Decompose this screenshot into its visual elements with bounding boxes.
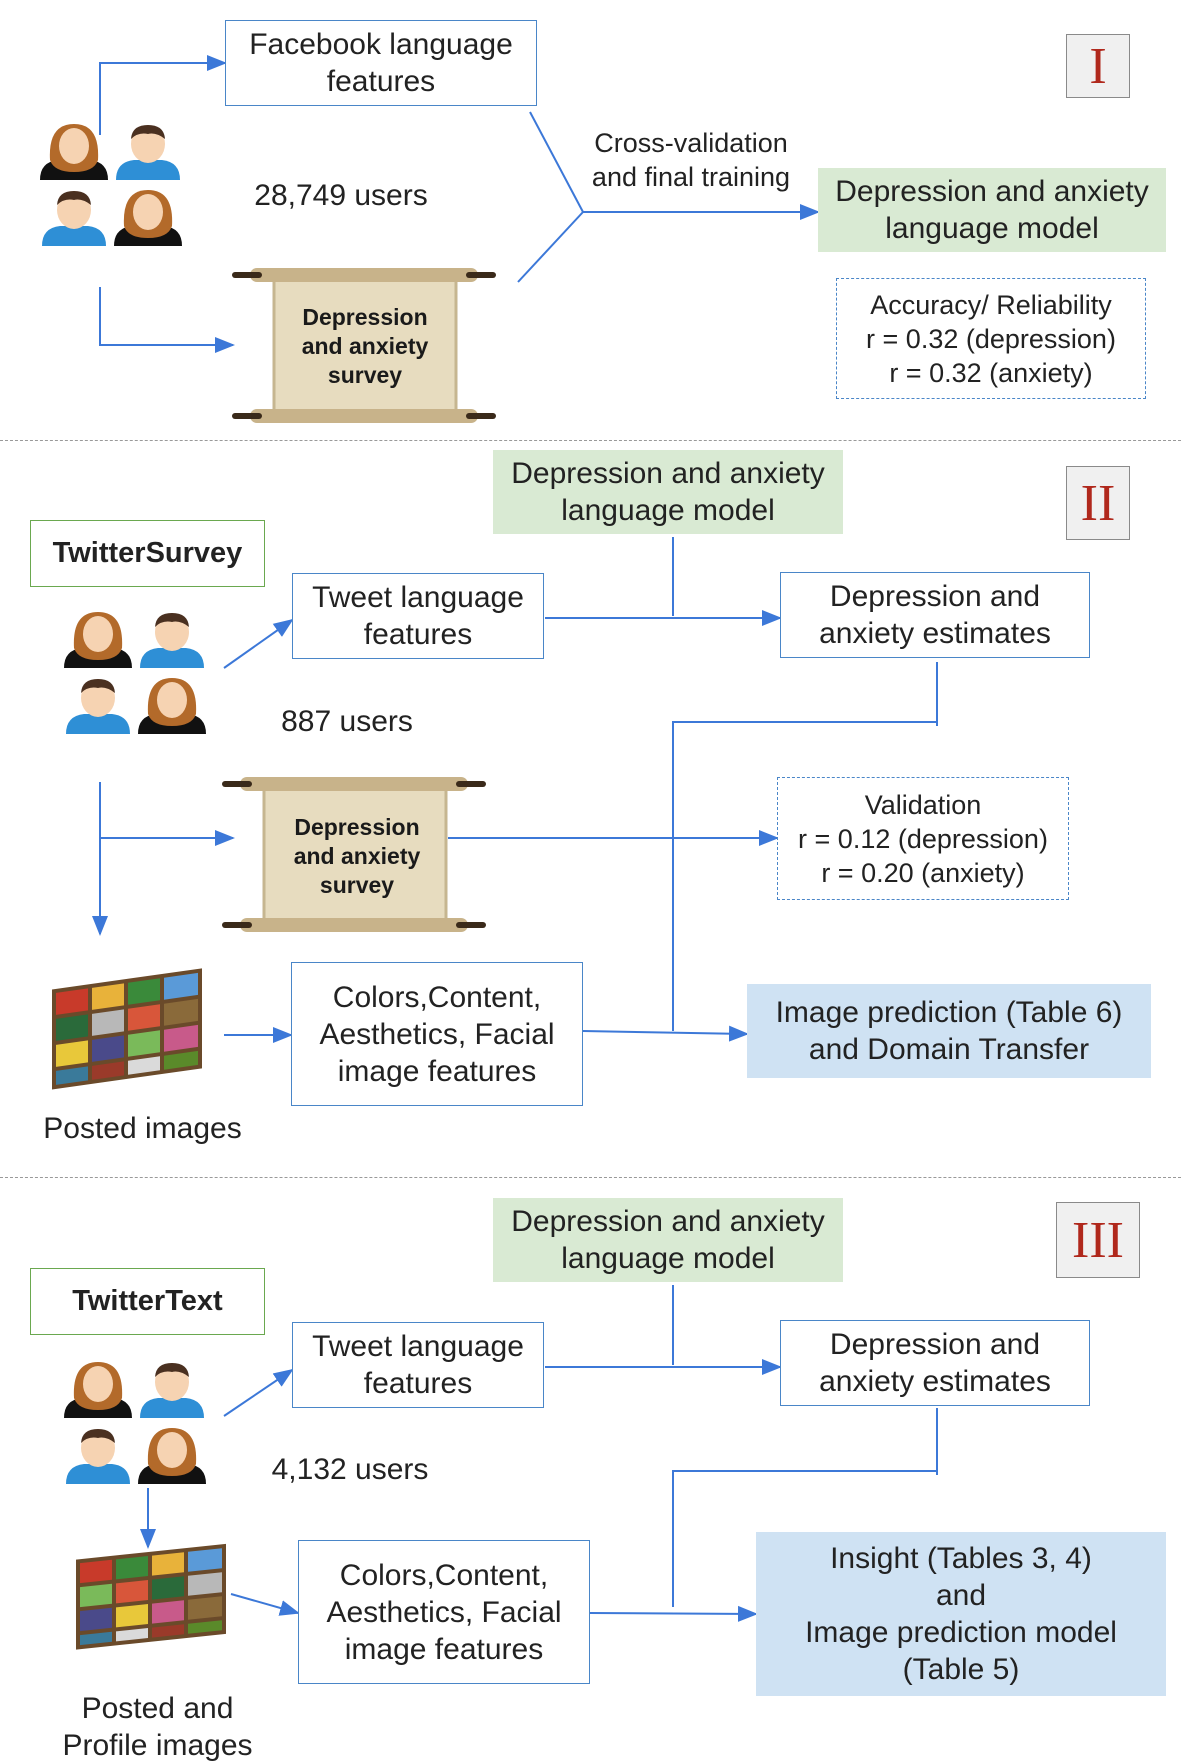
validation-box: Validation r = 0.12 (depression) r = 0.2… xyxy=(777,777,1069,900)
users-group-icon xyxy=(62,610,210,738)
person-female-icon xyxy=(64,1362,132,1418)
line-survey-to-merge xyxy=(517,211,584,283)
arrow-features-to-prediction xyxy=(582,1025,749,1042)
posted-images-icon xyxy=(72,1540,230,1652)
arrow-users-to-tweet-features xyxy=(223,618,294,669)
person-male-icon xyxy=(66,1429,130,1484)
people-icon xyxy=(64,612,206,734)
image-features-box: Colors,Content, Aesthetics, Facial image… xyxy=(291,962,583,1106)
user-count-label: 4,132 users xyxy=(271,1453,429,1486)
image-features-box: Colors,Content, Aesthetics, Facial image… xyxy=(298,1540,590,1684)
person-female-icon xyxy=(138,678,206,734)
facebook-language-features-box: Facebook language features xyxy=(225,20,537,106)
users-group-icon xyxy=(38,122,186,250)
line-fb-to-merge xyxy=(529,111,584,213)
person-male-icon xyxy=(66,679,130,734)
users-group-icon xyxy=(62,1360,210,1488)
estimates-box: Depression and anxiety estimates xyxy=(780,572,1090,658)
line-estimates-across xyxy=(672,721,937,1031)
arrow-images-to-features-3 xyxy=(230,1593,300,1616)
person-male-icon xyxy=(42,191,106,246)
person-male-icon xyxy=(140,1363,204,1418)
arrow-users-to-survey-2 xyxy=(99,782,235,846)
survey-label: Depression and anxiety survey xyxy=(293,814,421,898)
language-model-box: Depression and anxiety language model xyxy=(818,168,1166,252)
survey-scroll-icon xyxy=(218,777,490,932)
tweet-language-features-box: Tweet language features xyxy=(292,1322,544,1408)
posted-images-label: Posted images xyxy=(43,1112,242,1145)
cross-validation-label: Cross-validation and final training xyxy=(591,128,791,192)
language-model-box: Depression and anxiety language model xyxy=(493,450,843,534)
dataset-title-box: TwitterSurvey xyxy=(30,520,265,587)
person-female-icon xyxy=(114,190,182,246)
people-icon xyxy=(40,124,182,246)
panel-number-badge: II xyxy=(1066,466,1130,540)
panel-separator xyxy=(0,440,1181,441)
person-female-icon xyxy=(138,1428,206,1484)
image-prediction-box: Image prediction (Table 6) and Domain Tr… xyxy=(747,984,1151,1078)
people-icon xyxy=(64,1362,206,1484)
person-female-icon xyxy=(64,612,132,668)
panel-number-badge: I xyxy=(1066,34,1130,98)
user-count-label: 887 users xyxy=(281,705,413,738)
tweet-language-features-box: Tweet language features xyxy=(292,573,544,659)
insight-box: Insight (Tables 3, 4) and Image predicti… xyxy=(756,1532,1166,1696)
person-male-icon xyxy=(116,125,180,180)
arrow-features-to-insight xyxy=(589,1605,758,1622)
person-male-icon xyxy=(140,613,204,668)
arrow-users-to-tweet-features-3 xyxy=(223,1368,294,1417)
arrow-users-to-fb-features xyxy=(99,55,227,135)
arrow-users-to-survey xyxy=(99,287,235,353)
person-female-icon xyxy=(40,124,108,180)
panel-separator xyxy=(0,1177,1181,1178)
survey-label: Depression and anxiety survey xyxy=(301,304,429,388)
dataset-title-box: TwitterText xyxy=(30,1268,265,1335)
survey-scroll-icon xyxy=(228,268,500,423)
user-count-label: 28,749 users xyxy=(254,179,428,212)
posted-images-label: Posted and Profile images xyxy=(62,1692,253,1762)
posted-images-icon xyxy=(48,960,206,1096)
estimates-box: Depression and anxiety estimates xyxy=(780,1320,1090,1406)
line-estimates-across-3 xyxy=(672,1470,937,1607)
accuracy-box: Accuracy/ Reliability r = 0.32 (depressi… xyxy=(836,278,1146,399)
panel-number-badge: III xyxy=(1056,1202,1140,1278)
language-model-box: Depression and anxiety language model xyxy=(493,1198,843,1282)
